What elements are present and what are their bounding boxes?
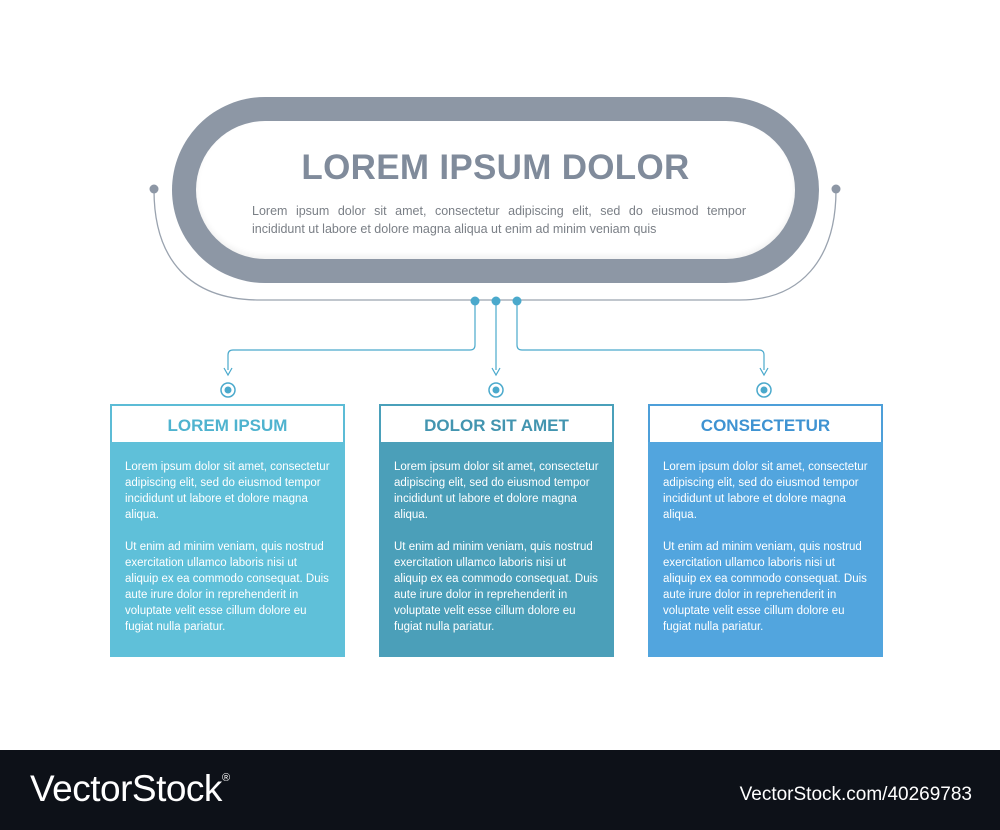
main-title: LOREM IPSUM DOLOR bbox=[301, 148, 690, 187]
card-paragraph: Ut enim ad minim veniam, quis nostrud ex… bbox=[663, 541, 867, 633]
card-title: LOREM IPSUM bbox=[167, 416, 288, 435]
branch-dot-center bbox=[491, 296, 501, 306]
card-body: Lorem ipsum dolor sit amet, consectetur … bbox=[648, 442, 883, 657]
target-ring-right bbox=[756, 382, 772, 398]
card-title: DOLOR SIT AMET bbox=[424, 416, 569, 435]
arrow-head-center bbox=[491, 367, 501, 377]
card-paragraph: Lorem ipsum dolor sit amet, consectetur … bbox=[394, 461, 599, 521]
title-pill-inner bbox=[196, 121, 795, 259]
branch-dot-right bbox=[512, 296, 522, 306]
arrow-head-left bbox=[223, 367, 233, 377]
branch-line-left bbox=[227, 305, 476, 370]
registered-mark: ® bbox=[221, 772, 230, 784]
card-dolor-sit-amet: DOLOR SIT AMET Lorem ipsum dolor sit ame… bbox=[379, 404, 614, 657]
arrow-head-right bbox=[759, 367, 769, 377]
logo-wordmark: VectorStock bbox=[30, 768, 222, 809]
target-ring-center bbox=[488, 382, 504, 398]
card-paragraph: Lorem ipsum dolor sit amet, consectetur … bbox=[663, 461, 868, 521]
card-text: Lorem ipsum dolor sit amet, consectetur … bbox=[125, 459, 332, 651]
connector-lines bbox=[149, 184, 841, 398]
card-title: CONSECTETUR bbox=[700, 416, 831, 435]
branch-dot-left bbox=[470, 296, 480, 306]
card-header: CONSECTETUR bbox=[648, 404, 883, 442]
stock-id-text: VectorStock.com/40269783 bbox=[739, 784, 972, 805]
target-ring-left bbox=[220, 382, 236, 398]
left-end-dot bbox=[149, 184, 159, 194]
card-body: Lorem ipsum dolor sit amet, consectetur … bbox=[379, 442, 614, 657]
infographic-canvas: LOREM IPSUM DOLOR Lorem ipsum dolor sit … bbox=[110, 97, 883, 657]
card-paragraph: Ut enim ad minim veniam, quis nostrud ex… bbox=[125, 541, 329, 633]
card-header: DOLOR SIT AMET bbox=[379, 404, 614, 442]
card-consectetur: CONSECTETUR Lorem ipsum dolor sit amet, … bbox=[648, 404, 883, 657]
card-header: LOREM IPSUM bbox=[110, 404, 345, 442]
branch-line-right bbox=[516, 305, 765, 370]
left-connector-curve bbox=[153, 189, 740, 301]
card-paragraph: Ut enim ad minim veniam, quis nostrud ex… bbox=[394, 541, 598, 633]
right-end-dot bbox=[831, 184, 841, 194]
card-text: Lorem ipsum dolor sit amet, consectetur … bbox=[394, 459, 601, 651]
card-text: Lorem ipsum dolor sit amet, consectetur … bbox=[663, 459, 870, 651]
main-description: Lorem ipsum dolor sit amet, consectetur … bbox=[252, 204, 746, 236]
right-connector-curve bbox=[739, 189, 837, 301]
footer-bar: VectorStock® VectorStock.com/40269783 bbox=[0, 750, 1000, 830]
vectorstock-logo: VectorStock® bbox=[30, 768, 230, 810]
card-lorem-ipsum: LOREM IPSUM Lorem ipsum dolor sit amet, … bbox=[110, 404, 345, 657]
card-body: Lorem ipsum dolor sit amet, consectetur … bbox=[110, 442, 345, 657]
card-paragraph: Lorem ipsum dolor sit amet, consectetur … bbox=[125, 461, 330, 521]
